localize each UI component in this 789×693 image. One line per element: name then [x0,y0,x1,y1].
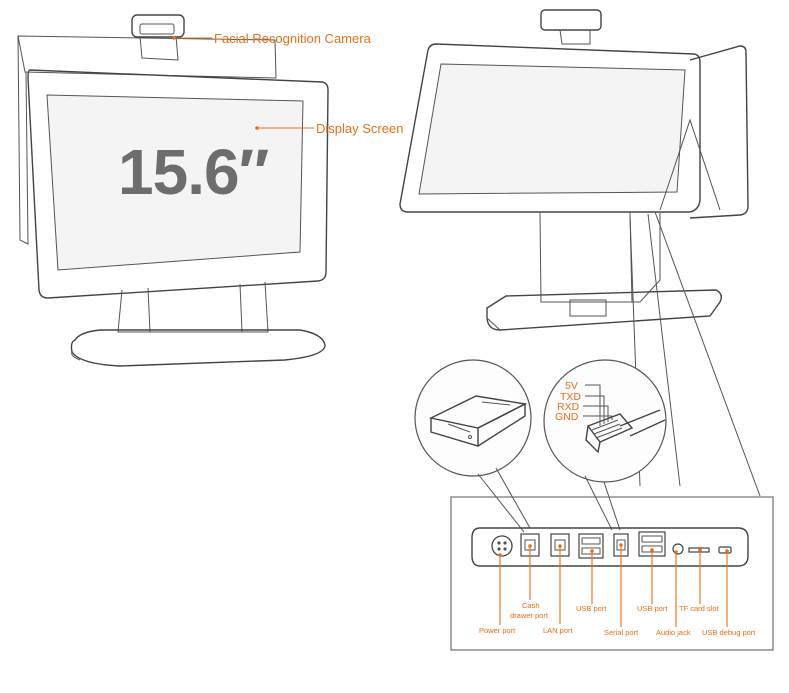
cash-drawer-zoom [414,359,532,533]
rear-camera-icon [540,9,602,31]
side-view-terminal [399,9,749,331]
display-callout-label: Display Screen [316,121,403,136]
port-panel: Power port Cash drawer port LAN port USB… [450,496,774,651]
cash-drawer-label-2: drawer port [510,611,549,620]
serial-port-zoom: 5V TXD RXD GND [543,359,667,531]
screen-size-label: 15.6″ [118,136,269,208]
tf-card-slot-label: TF card slot [679,604,720,613]
callout-camera: Facial Recognition Camera [172,31,372,46]
front-display-screen [46,94,304,271]
lan-port-label: LAN port [543,626,574,635]
power-port-label: Power port [479,626,516,635]
pin-5v: 5V [565,380,578,392]
usb-port-label: USB port [576,604,607,613]
usb-port-2-label: USB port [637,604,668,613]
usb-debug-port-icon [718,546,732,554]
front-view-terminal: 15.6″ [17,14,329,367]
cash-drawer-label-1: Cash [522,601,540,610]
callout-display: Display Screen [255,121,403,136]
front-camera-icon [131,14,185,38]
audio-jack-label: Audio jack [656,628,691,637]
usb-debug-port-label: USB debug port [702,628,756,637]
serial-port-label: Serial port [604,628,639,637]
pin-rxd: RXD [557,401,580,413]
power-port-icon [491,535,513,557]
side-display-screen [418,63,686,195]
camera-callout-label: Facial Recognition Camera [214,31,372,46]
pin-gnd: GND [555,411,579,423]
pin-txd: TXD [560,391,581,403]
